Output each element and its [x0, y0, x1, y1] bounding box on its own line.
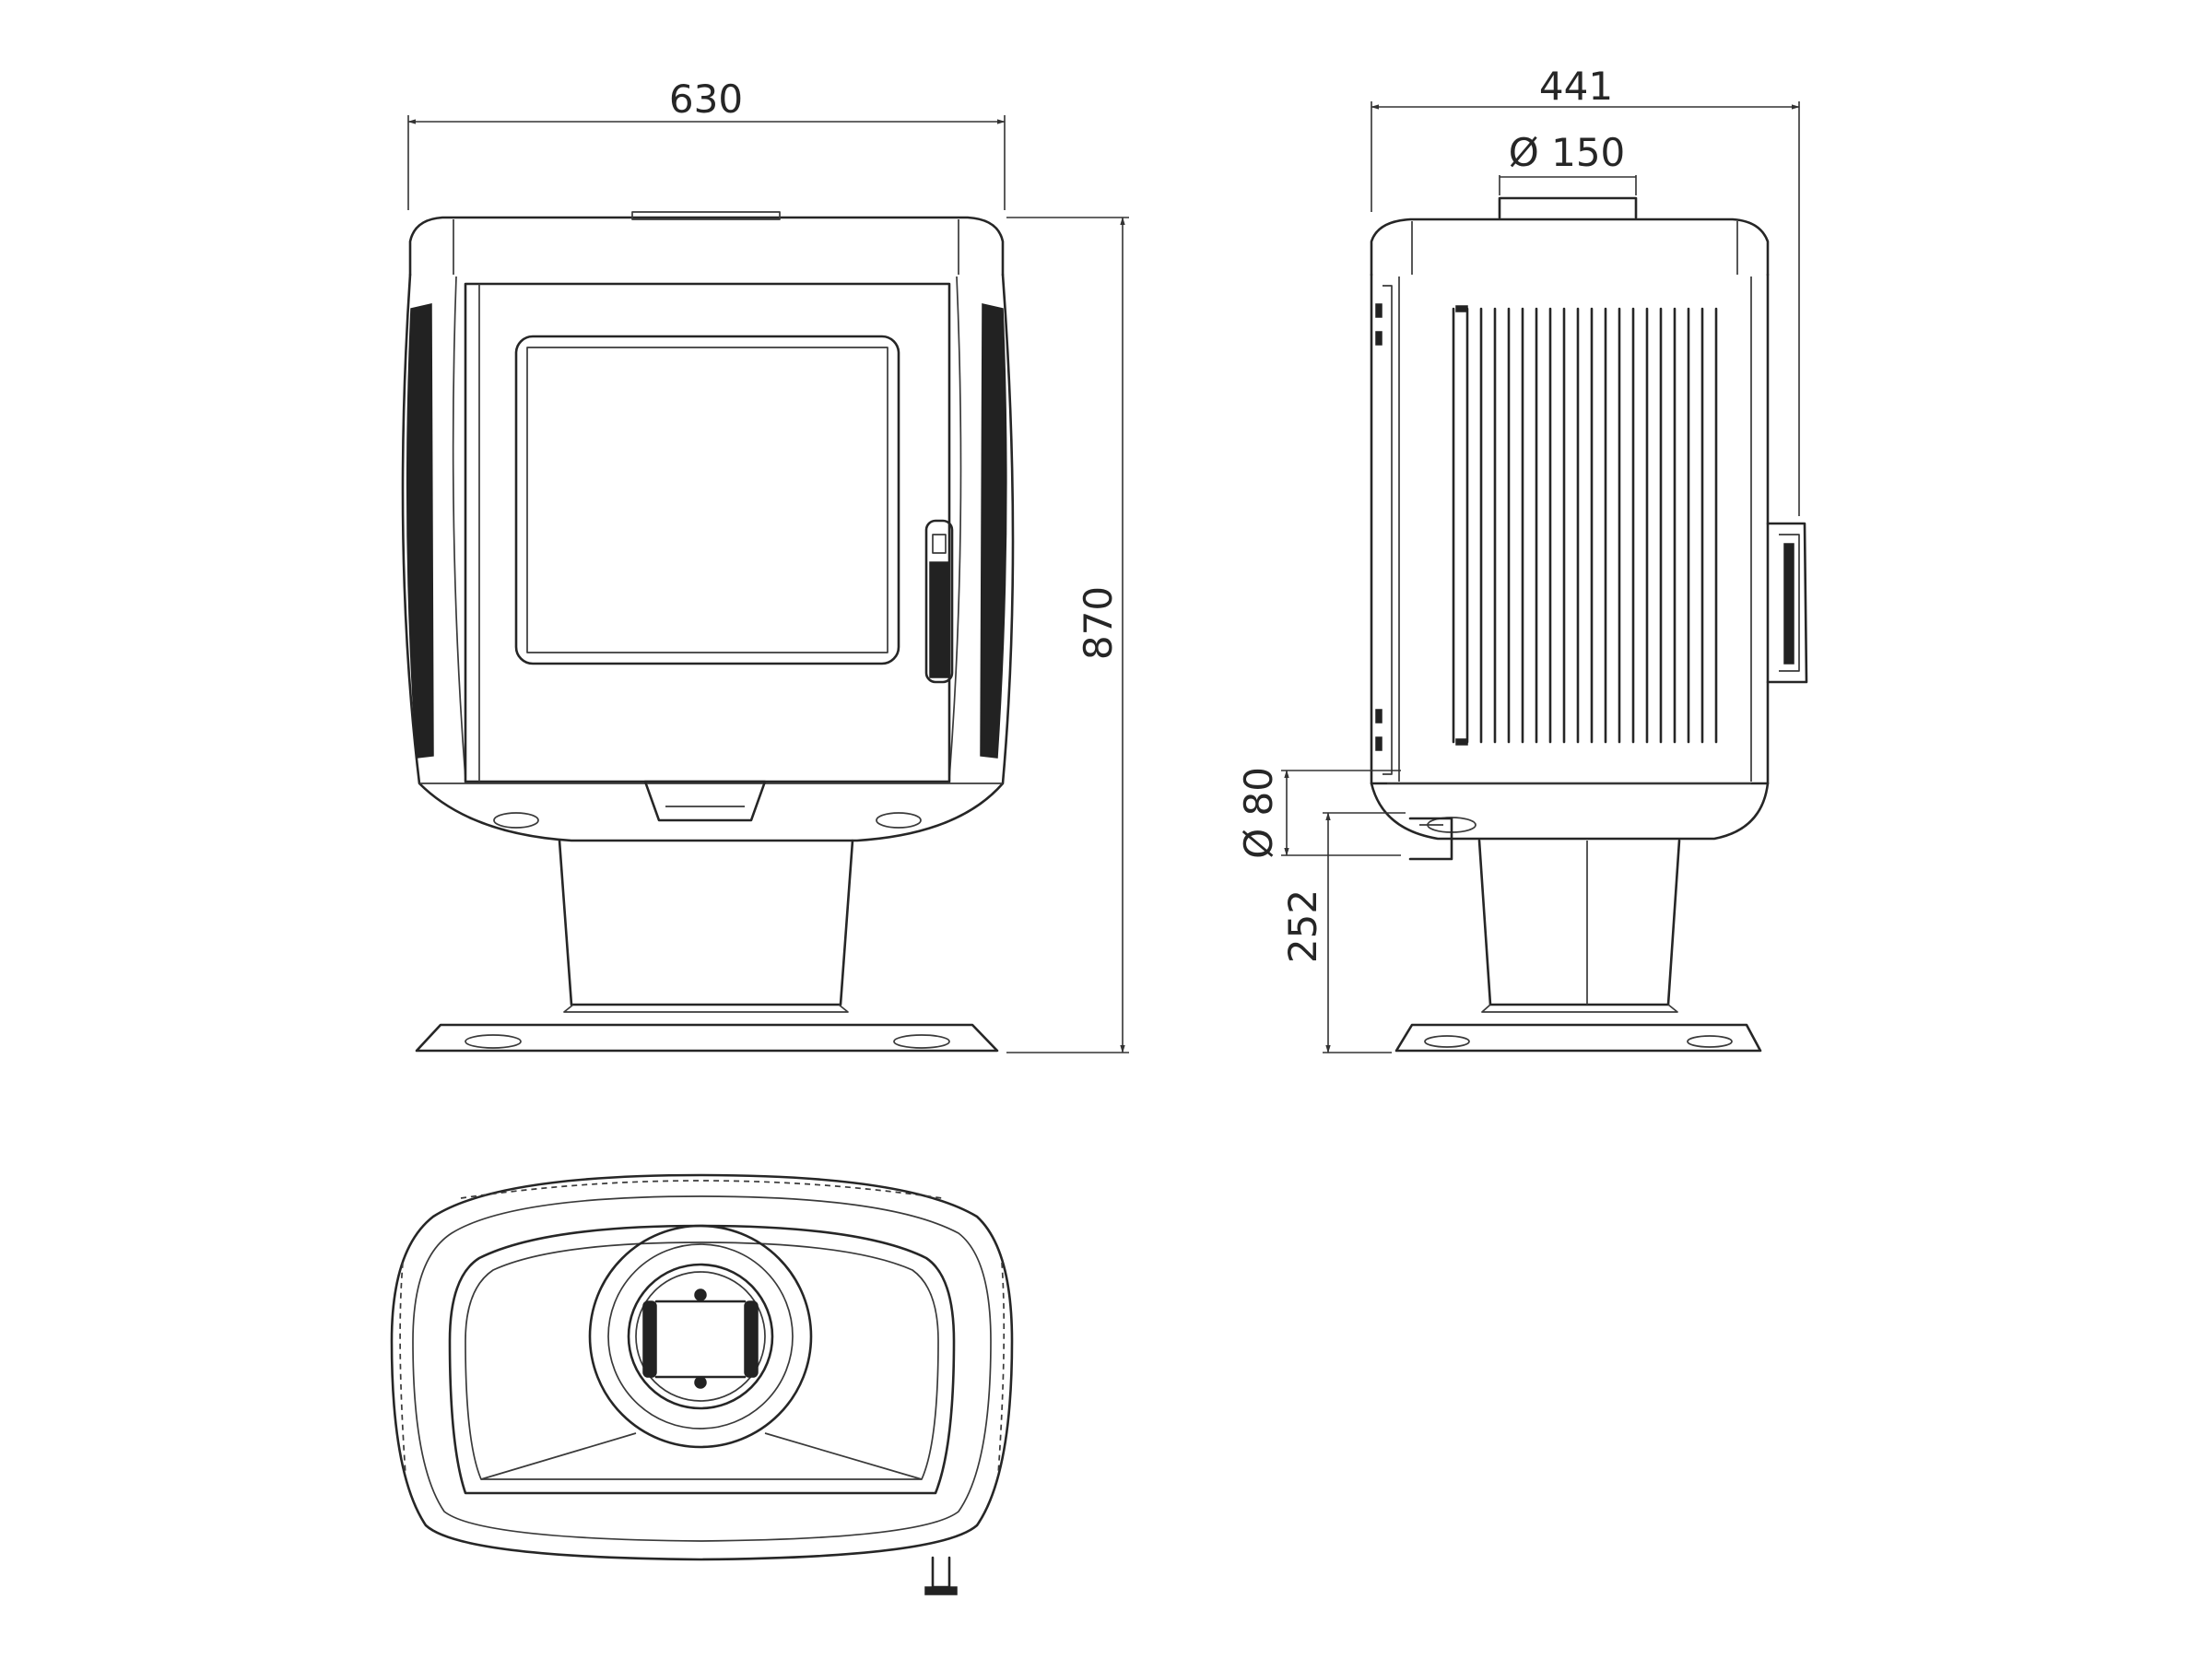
front-view	[401, 211, 1015, 1053]
dim-label-width: 630	[669, 76, 743, 122]
dimension-441: 441	[1371, 64, 1800, 516]
side-vent-louvers	[1452, 305, 1718, 746]
dim-label-depth: 441	[1539, 64, 1613, 109]
dimension-252: 252	[1280, 812, 1406, 1053]
dimension-inlet-80: Ø 80	[1236, 767, 1401, 859]
dim-label-inlet: Ø 80	[1236, 767, 1281, 859]
dim-label-height: 870	[1076, 586, 1121, 660]
dim-label-inlet-height: 252	[1280, 889, 1325, 963]
dim-label-flue: Ø 150	[1509, 130, 1626, 175]
dimension-870: 870	[1006, 217, 1129, 1053]
dimension-flue-150: Ø 150	[1499, 130, 1637, 195]
side-view	[1370, 196, 1808, 1053]
dimension-630: 630	[407, 76, 1006, 210]
top-view	[390, 1173, 1014, 1595]
